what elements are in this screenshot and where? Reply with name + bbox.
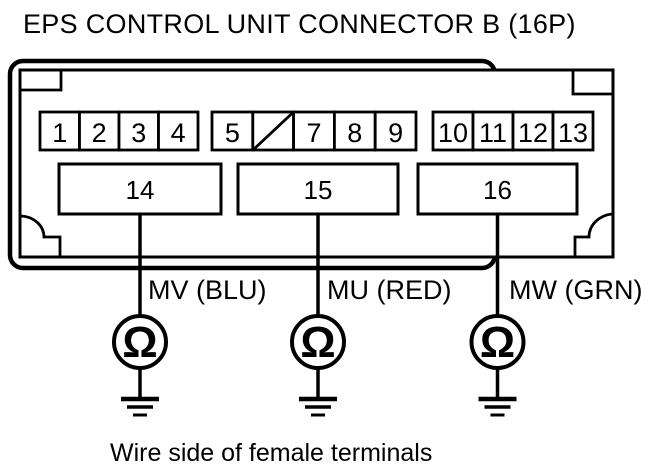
ground-symbol-icon [121,396,159,417]
pin-number-16: 16 [483,175,512,205]
wire-color-label: MU (RED) [327,275,451,305]
pin-cell-15 [236,162,400,216]
pin-cell-4 [157,110,200,152]
pin-number-13: 13 [558,118,588,148]
key-tab-top-right [571,71,612,96]
pin-number-11: 11 [479,118,507,148]
pin-number-3: 3 [131,118,146,148]
pin-number-14: 14 [126,175,155,205]
pin-number-5: 5 [225,118,240,148]
wire-pin-14: MV (BLU) Ω [112,214,267,417]
wire-color-label: MV (BLU) [148,275,267,305]
pin-group-10-13: 10 11 12 13 [431,110,595,152]
ground-symbol-icon [478,396,517,417]
ground-symbol-icon [299,396,337,417]
ohm-symbol: Ω [122,318,157,367]
pin-group-5-9: 5 7 8 9 [210,110,418,152]
pin-number-2: 2 [92,118,107,148]
pin-number-4: 4 [171,118,186,148]
key-notch-bottom-left [20,214,62,256]
pin-cell-10 [431,110,475,152]
pin-number-7: 7 [306,118,321,148]
pin-cell-12 [511,110,555,152]
key-notch-bottom-right [573,212,613,256]
pin-number-9: 9 [388,118,403,148]
pin-number-1: 1 [52,118,67,148]
pin-number-15: 15 [304,175,333,205]
pin-number-8: 8 [347,118,362,148]
wire-color-label: MW (GRN) [509,275,642,305]
pin-number-12: 12 [518,118,548,148]
pin-cell-16 [416,162,579,216]
wire-pin-15: MU (RED) Ω [290,214,451,417]
diagram-title: EPS CONTROL UNIT CONNECTOR B (16P) [23,9,576,39]
diagram-caption: Wire side of female terminals [110,439,432,467]
pin-number-10: 10 [438,118,468,148]
blank-pin-slash [252,111,294,151]
pin-cell-1 [38,110,81,152]
pin-row-bottom: 14 15 16 [57,162,579,216]
pin-row-top: 1 2 3 4 5 7 8 9 10 11 12 13 [38,110,595,152]
pin-cell-9 [373,110,418,152]
pin-cell-13 [551,110,595,152]
ohm-symbol: Ω [480,318,515,367]
ohm-symbol: Ω [300,318,335,367]
key-tab-top-left [21,71,63,92]
pin-group-1-4: 1 2 3 4 [38,110,200,152]
wire-pin-16: MW (GRN) Ω [469,214,642,417]
